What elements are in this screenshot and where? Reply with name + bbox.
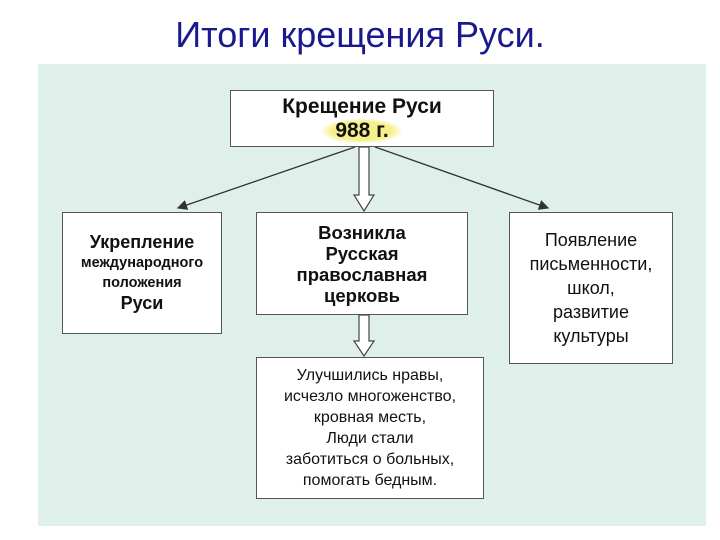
box-orthodox-church: Возникла Русская православная церковь [256, 212, 468, 315]
box-bottom-line: кровная месть, [313, 409, 427, 426]
box-left-line: Укрепление [89, 232, 195, 252]
box-right-line: Появление [544, 230, 638, 250]
box-bottom-line: Улучшились нравы, [296, 367, 444, 384]
root-year: 988 г. [323, 118, 401, 143]
box-left-line: международного [80, 255, 204, 271]
box-writing-culture: Появление письменности, школ, развитие к… [509, 212, 673, 364]
box-right-line: культуры [553, 326, 629, 346]
root-box-baptism: Крещение Руси 988 г. [230, 90, 494, 147]
box-right-line: письменности, [529, 254, 653, 274]
box-left-line: положения [102, 275, 182, 291]
box-morals-improved: Улучшились нравы, исчезло многоженство, … [256, 357, 484, 499]
box-right-line: развитие [553, 302, 629, 322]
box-mid-line: церковь [323, 284, 401, 306]
box-bottom-line: исчезло многоженство, [283, 388, 457, 405]
root-title: Крещение Руси [282, 94, 442, 118]
arrow-to-left [176, 146, 356, 210]
arrow-to-right [374, 146, 550, 210]
block-arrow-to-bottom [352, 314, 376, 358]
box-bottom-line: помогать бедным. [302, 472, 438, 489]
box-bottom-line: Люди стали [326, 430, 414, 447]
box-mid-line: православная [296, 263, 428, 285]
block-arrow-to-middle [352, 146, 376, 213]
page-title: Итоги крещения Руси. [175, 14, 545, 55]
box-mid-line: Русская [325, 242, 399, 264]
box-mid-line: Возникла [318, 221, 406, 243]
box-international-position: Укрепление международного положения Руси [62, 212, 222, 334]
box-bottom-line: заботиться о больных, [285, 451, 455, 468]
box-left-line: Руси [120, 293, 164, 313]
box-right-line: школ, [567, 278, 615, 298]
